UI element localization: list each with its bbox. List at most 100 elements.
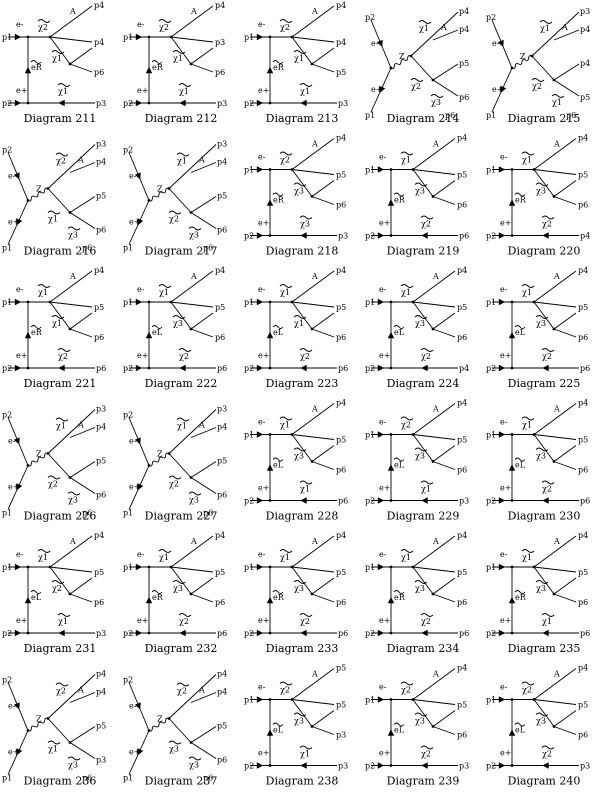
outgoing-momentum-label: p3 [459,497,469,506]
outgoing-momentum-label: p6 [217,756,227,765]
vertex [46,187,50,190]
diagram-caption: Diagram 216 [24,245,97,258]
propagator-label: eL [515,461,526,470]
fermion-arrow [387,199,395,206]
outgoing-a-line [69,427,96,438]
particle-label: e- [8,437,16,446]
incoming-momentum-label: p2 [486,762,496,771]
neutralino-label: χ1 [401,156,411,165]
outgoing-momentum-label: p6 [96,491,106,500]
neutralino-label: χ1 [58,617,68,626]
particle-label: e- [500,285,508,294]
vertex [26,631,30,635]
incoming-momentum-label: p2 [486,232,496,241]
outgoing-decay-line [432,445,456,462]
outgoing-momentum-label: p4 [578,664,588,673]
outgoing-momentum-label: p4 [215,266,225,275]
tilde-mark [51,315,65,319]
neutralino-label: χ2 [280,686,290,695]
decay-line [291,699,313,727]
outgoing-line [170,301,214,308]
outgoing-momentum-label: p6 [580,629,590,638]
vertex [310,195,314,198]
outgoing-momentum-label: p6 [578,598,588,607]
particle-label: e+ [129,483,140,492]
diagram-caption: Diagram 220 [508,245,581,258]
outgoing-decay-line [190,63,214,73]
outgoing-momentum-label: p4 [215,531,225,540]
propagator-label: eL [394,461,405,470]
outgoing-neutralino-line [47,409,96,454]
boson-label: A [553,140,560,149]
vertex [411,433,415,436]
decay-line [533,566,555,595]
vertex [532,168,536,171]
vertex [510,764,514,767]
outgoing-decay-line [432,726,456,735]
outgoing-momentum-label: p4 [578,266,588,275]
neutralino-label: χ2 [177,687,187,696]
vertex [147,366,151,370]
decay-line [412,434,434,462]
outgoing-a-line [533,403,577,435]
vertex [167,717,171,720]
outgoing-line [291,434,335,440]
neutralino-label: χ1 [401,288,411,297]
fermion-arrow [13,172,20,180]
decay-line [49,566,71,595]
vertex [268,698,272,701]
vertex [310,725,314,728]
neutralino-label: χ1 [280,553,290,562]
z-boson-line [148,717,170,732]
fermion-arrow [14,99,22,107]
fermion-arrow [421,629,428,637]
particle-label: e+ [258,351,269,360]
tilde-mark [410,78,424,82]
diagram-caption: Diagram 237 [145,775,218,788]
outgoing-line [533,434,577,440]
decay-line [49,301,71,330]
fermion-arrow [387,729,395,736]
particle-label: e+ [492,85,503,94]
tilde-mark [299,613,313,617]
outgoing-momentum-label: p4 [578,531,588,540]
diagram-caption: Diagram 223 [266,377,339,390]
outgoing-momentum-label: p6 [336,333,346,342]
vertex [189,476,193,479]
diagram-caption: Diagram 211 [24,112,97,125]
diagram-caption: Diagram 229 [387,510,460,523]
fermion-arrow [542,629,549,637]
outgoing-momentum-label: p6 [457,731,467,740]
incoming-momentum-label: p2 [2,676,12,685]
neutralino-label: χ3 [536,452,546,461]
diagram-caption: Diagram 221 [24,377,97,390]
neutralino-label: χ1 [48,745,58,754]
outgoing-momentum-label: p6 [580,497,590,506]
outgoing-decay-line [190,577,214,595]
tilde-mark [514,192,526,197]
outgoing-decay-line [69,477,96,494]
neutralino-label: χ3 [169,745,179,754]
neutralino-label: χ2 [169,215,179,224]
outgoing-decay-line [432,63,459,81]
fermion-arrow [498,232,506,239]
neutralino-label: χ1 [522,156,532,165]
vertex [389,366,393,370]
outgoing-momentum-label: p4 [459,364,469,373]
tilde-mark [57,348,71,352]
outgoing-decay-line [190,47,214,65]
fermion-arrow [14,364,22,372]
particle-label: e+ [379,749,390,758]
decay-line [170,36,192,65]
outgoing-decay-line [432,710,456,727]
particle-label: e+ [16,616,27,625]
outgoing-decay-line [432,312,456,330]
propagator-label: eL [515,726,526,735]
outgoing-line [291,566,335,573]
particle-label: e- [137,550,145,559]
neutralino-label: χ1 [522,288,532,297]
